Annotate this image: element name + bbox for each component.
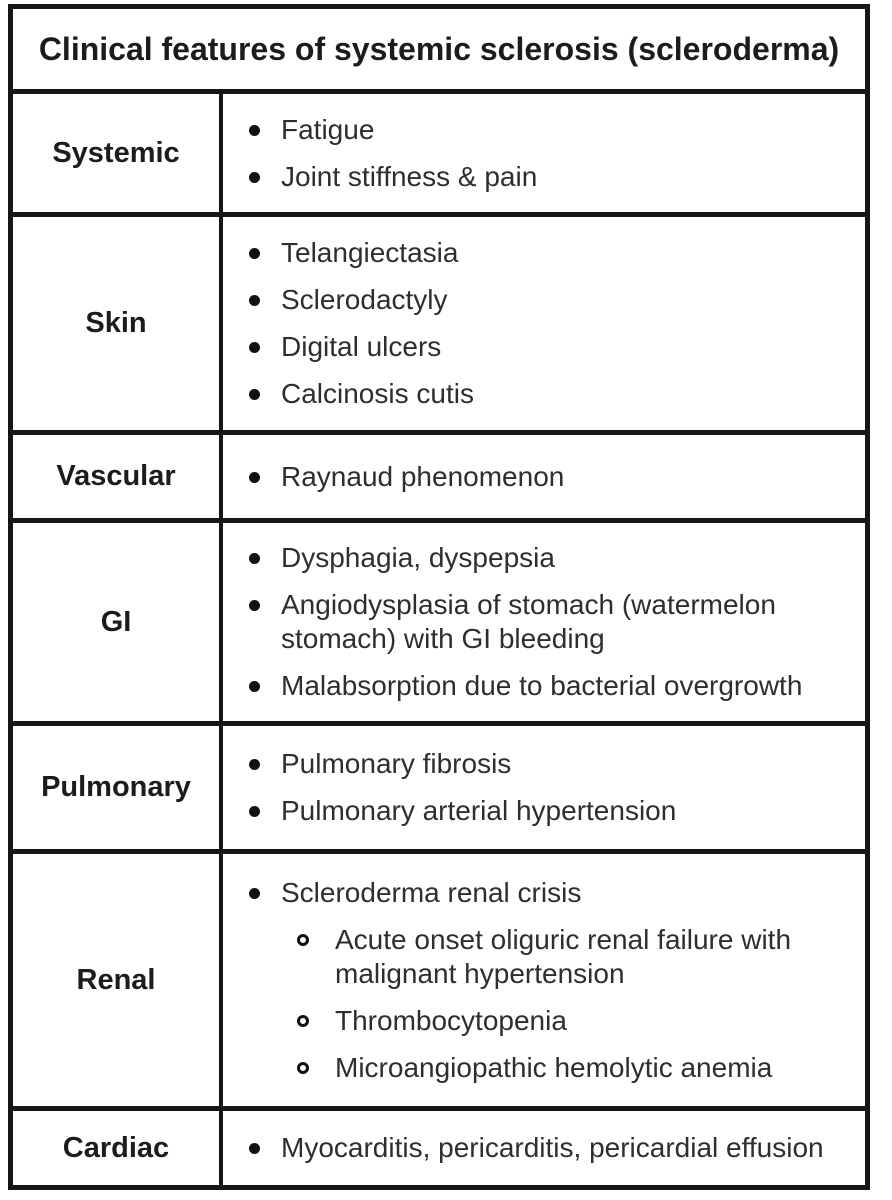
bullet-icon [249, 887, 260, 899]
bullet-icon [249, 248, 260, 259]
feature-item-body: Myocarditis, pericarditis, pericardial e… [281, 1131, 824, 1165]
feature-item: Digital ulcers [247, 330, 851, 364]
feature-item-body: Fatigue [281, 113, 374, 147]
feature-item: Fatigue [247, 113, 851, 147]
hollow-bullet-icon [297, 933, 309, 946]
feature-item-body: Angiodysplasia of stomach (watermelon st… [281, 588, 851, 656]
sub-feature-list: Acute onset oliguric renal failure with … [281, 923, 851, 1085]
feature-text: Scleroderma renal crisis [281, 876, 582, 908]
feature-item: Pulmonary arterial hypertension [247, 794, 851, 828]
feature-item: Joint stiffness & pain [247, 160, 851, 194]
feature-item: Myocarditis, pericarditis, pericardial e… [247, 1131, 851, 1165]
feature-item-body: Joint stiffness & pain [281, 160, 537, 194]
bullet-icon [249, 1143, 260, 1154]
row-category-label: Cardiac [13, 1111, 223, 1185]
sub-feature-item: Thrombocytopenia [297, 1004, 851, 1038]
hollow-bullet-icon [297, 1061, 309, 1074]
feature-item: Dysphagia, dyspepsia [247, 541, 851, 575]
feature-item-body: Pulmonary fibrosis [281, 747, 511, 781]
feature-text: Angiodysplasia of stomach (watermelon st… [281, 589, 776, 654]
feature-list: Myocarditis, pericarditis, pericardial e… [247, 1131, 851, 1165]
row-category-label: Systemic [13, 94, 223, 212]
feature-item: Pulmonary fibrosis [247, 747, 851, 781]
sub-feature-text: Thrombocytopenia [335, 1004, 567, 1036]
feature-text: Calcinosis cutis [281, 378, 474, 409]
bullet-icon [249, 171, 260, 183]
row-category-label: Pulmonary [13, 726, 223, 849]
feature-item: Sclerodactyly [247, 283, 851, 317]
bullet-icon [249, 389, 260, 400]
feature-text: Pulmonary fibrosis [281, 748, 512, 779]
feature-text: Sclerodactyly [281, 284, 448, 315]
feature-item-body: Digital ulcers [281, 330, 441, 364]
feature-item-body: Calcinosis cutis [281, 377, 474, 411]
feature-text: Myocarditis, pericarditis, pericardial e… [281, 1132, 824, 1163]
feature-item-body: Dysphagia, dyspepsia [281, 541, 555, 575]
table-row: Cardiac Myocarditis, pericarditis, peric… [13, 1111, 865, 1185]
feature-item: Calcinosis cutis [247, 377, 851, 411]
feature-text: Telangiectasia [281, 237, 459, 268]
feature-item: Malabsorption due to bacterial overgrowt… [247, 669, 851, 703]
feature-text: Dysphagia, dyspepsia [281, 542, 555, 573]
row-category-label: Renal [13, 854, 223, 1106]
sub-feature-item: Acute onset oliguric renal failure with … [297, 923, 851, 991]
row-category-label: Vascular [13, 435, 223, 518]
bullet-icon [249, 553, 260, 564]
feature-text: Raynaud phenomenon [281, 460, 565, 492]
feature-item: Raynaud phenomenon [247, 460, 851, 494]
table-title: Clinical features of systemic sclerosis … [13, 9, 865, 94]
feature-text: Malabsorption due to bacterial overgrowt… [281, 670, 803, 701]
bullet-icon [249, 471, 260, 483]
sub-feature-text: Acute onset oliguric renal failure with … [335, 923, 792, 989]
feature-item-body: Malabsorption due to bacterial overgrowt… [281, 669, 802, 703]
bullet-icon [249, 600, 260, 611]
feature-item: Angiodysplasia of stomach (watermelon st… [247, 588, 851, 656]
row-features-cell: Myocarditis, pericarditis, pericardial e… [223, 1111, 865, 1185]
row-category-label: Skin [13, 217, 223, 430]
bullet-icon [249, 806, 260, 817]
feature-item-body: Pulmonary arterial hypertension [281, 794, 676, 828]
clinical-features-table: Clinical features of systemic sclerosis … [8, 4, 870, 1190]
feature-item-body: Sclerodactyly [281, 283, 448, 317]
row-features-cell: Raynaud phenomenon [223, 435, 865, 518]
hollow-bullet-icon [297, 1014, 309, 1027]
row-category-label: GI [13, 523, 223, 721]
bullet-icon [249, 681, 260, 692]
feature-text: Joint stiffness & pain [281, 160, 538, 192]
feature-text: Digital ulcers [281, 331, 442, 362]
feature-text: Fatigue [281, 113, 375, 145]
feature-text: Pulmonary arterial hypertension [281, 795, 677, 826]
table-row: Vascular Raynaud phenomenon [13, 435, 865, 523]
sub-feature-text: Microangiopathic hemolytic anemia [335, 1051, 773, 1083]
bullet-icon [249, 124, 260, 136]
feature-item-body: Telangiectasia [281, 236, 458, 270]
bullet-icon [249, 342, 260, 353]
feature-item: Telangiectasia [247, 236, 851, 270]
sub-feature-item: Microangiopathic hemolytic anemia [297, 1051, 851, 1085]
feature-item-body: Raynaud phenomenon [281, 460, 564, 494]
bullet-icon [249, 295, 260, 306]
bullet-icon [249, 759, 260, 770]
feature-list: Raynaud phenomenon [247, 460, 851, 494]
